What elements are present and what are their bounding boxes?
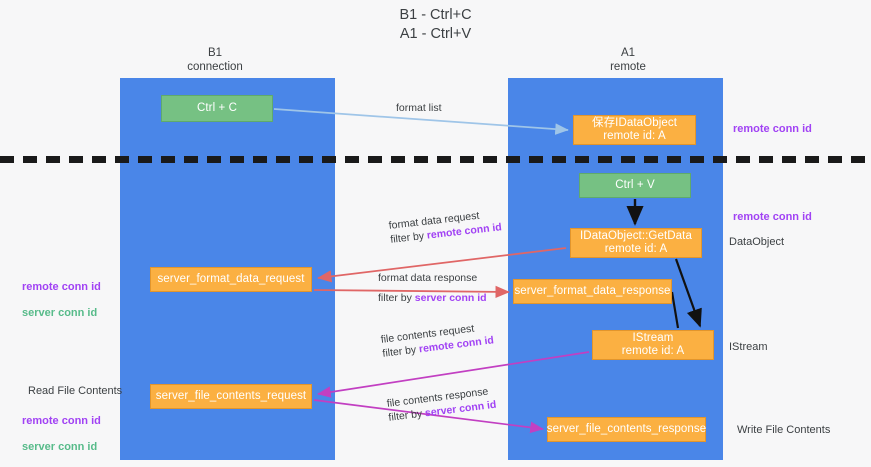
trust-boundary-separator bbox=[0, 156, 871, 163]
lane-header-a1: A1 remote bbox=[610, 47, 646, 73]
box-istream[interactable]: IStream remote id: A bbox=[592, 330, 714, 360]
note-left-conn-ids: remote conn id server conn id bbox=[22, 268, 101, 333]
note-left-conn-ids-2: remote conn id server conn id bbox=[22, 402, 101, 467]
box-ctrl-v[interactable]: Ctrl + V bbox=[579, 173, 691, 198]
note-left-server-conn-id-2: server conn id bbox=[22, 441, 98, 453]
note-right-dataobject: DataObject bbox=[729, 236, 785, 248]
note-left-remote-conn-id-2: remote conn id bbox=[22, 415, 101, 427]
box-idataobject-getdata[interactable]: IDataObject::GetData remote id: A bbox=[570, 228, 702, 258]
box-ctrl-c[interactable]: Ctrl + C bbox=[161, 95, 273, 122]
filter-prefix: filter by bbox=[381, 343, 420, 360]
note-right-istream: IStream bbox=[729, 341, 768, 353]
box-server-format-data-request[interactable]: server_format_data_request bbox=[150, 267, 312, 292]
lane-header-b1: B1 connection bbox=[187, 47, 243, 73]
box-idataobject[interactable]: 保存IDataObject remote id: A bbox=[573, 115, 696, 145]
box-server-file-contents-response[interactable]: server_file_contents_response bbox=[547, 417, 706, 442]
note-right-write-file-contents: Write File Contents bbox=[737, 424, 831, 436]
filter-key-server-conn-id: server conn id bbox=[414, 292, 487, 304]
note-left-remote-conn-id: remote conn id bbox=[22, 281, 101, 293]
edge-label-format-data-response-line1: format data response bbox=[378, 272, 478, 284]
note-left-server-conn-id: server conn id bbox=[22, 307, 98, 319]
edge-label-file-contents-request: file contents request filter by remote c… bbox=[380, 319, 495, 360]
note-right-remote-conn-id-mid: remote conn id bbox=[733, 211, 812, 223]
diagram-title: B1 - Ctrl+C A1 - Ctrl+V bbox=[399, 7, 472, 42]
edge-label-format-data-request: format data request filter by remote con… bbox=[388, 206, 502, 247]
edge-label-format-list: format list bbox=[396, 102, 442, 114]
filter-prefix: filter by bbox=[387, 407, 426, 424]
edge-label-file-contents-response: file contents response filter by server … bbox=[386, 384, 497, 425]
filter-prefix: filter by bbox=[389, 229, 428, 246]
edge-label-format-data-response-line2: filter by server conn id bbox=[378, 291, 487, 305]
note-right-remote-conn-id-top: remote conn id bbox=[733, 123, 812, 135]
edge-label-format-data-response: format data response filter by server co… bbox=[378, 271, 487, 305]
box-server-file-contents-request[interactable]: server_file_contents_request bbox=[150, 384, 312, 409]
filter-prefix: filter by bbox=[378, 292, 415, 304]
note-left-read-file-contents: Read File Contents bbox=[28, 385, 123, 397]
box-server-format-data-response[interactable]: server_format_data_response bbox=[513, 279, 672, 304]
